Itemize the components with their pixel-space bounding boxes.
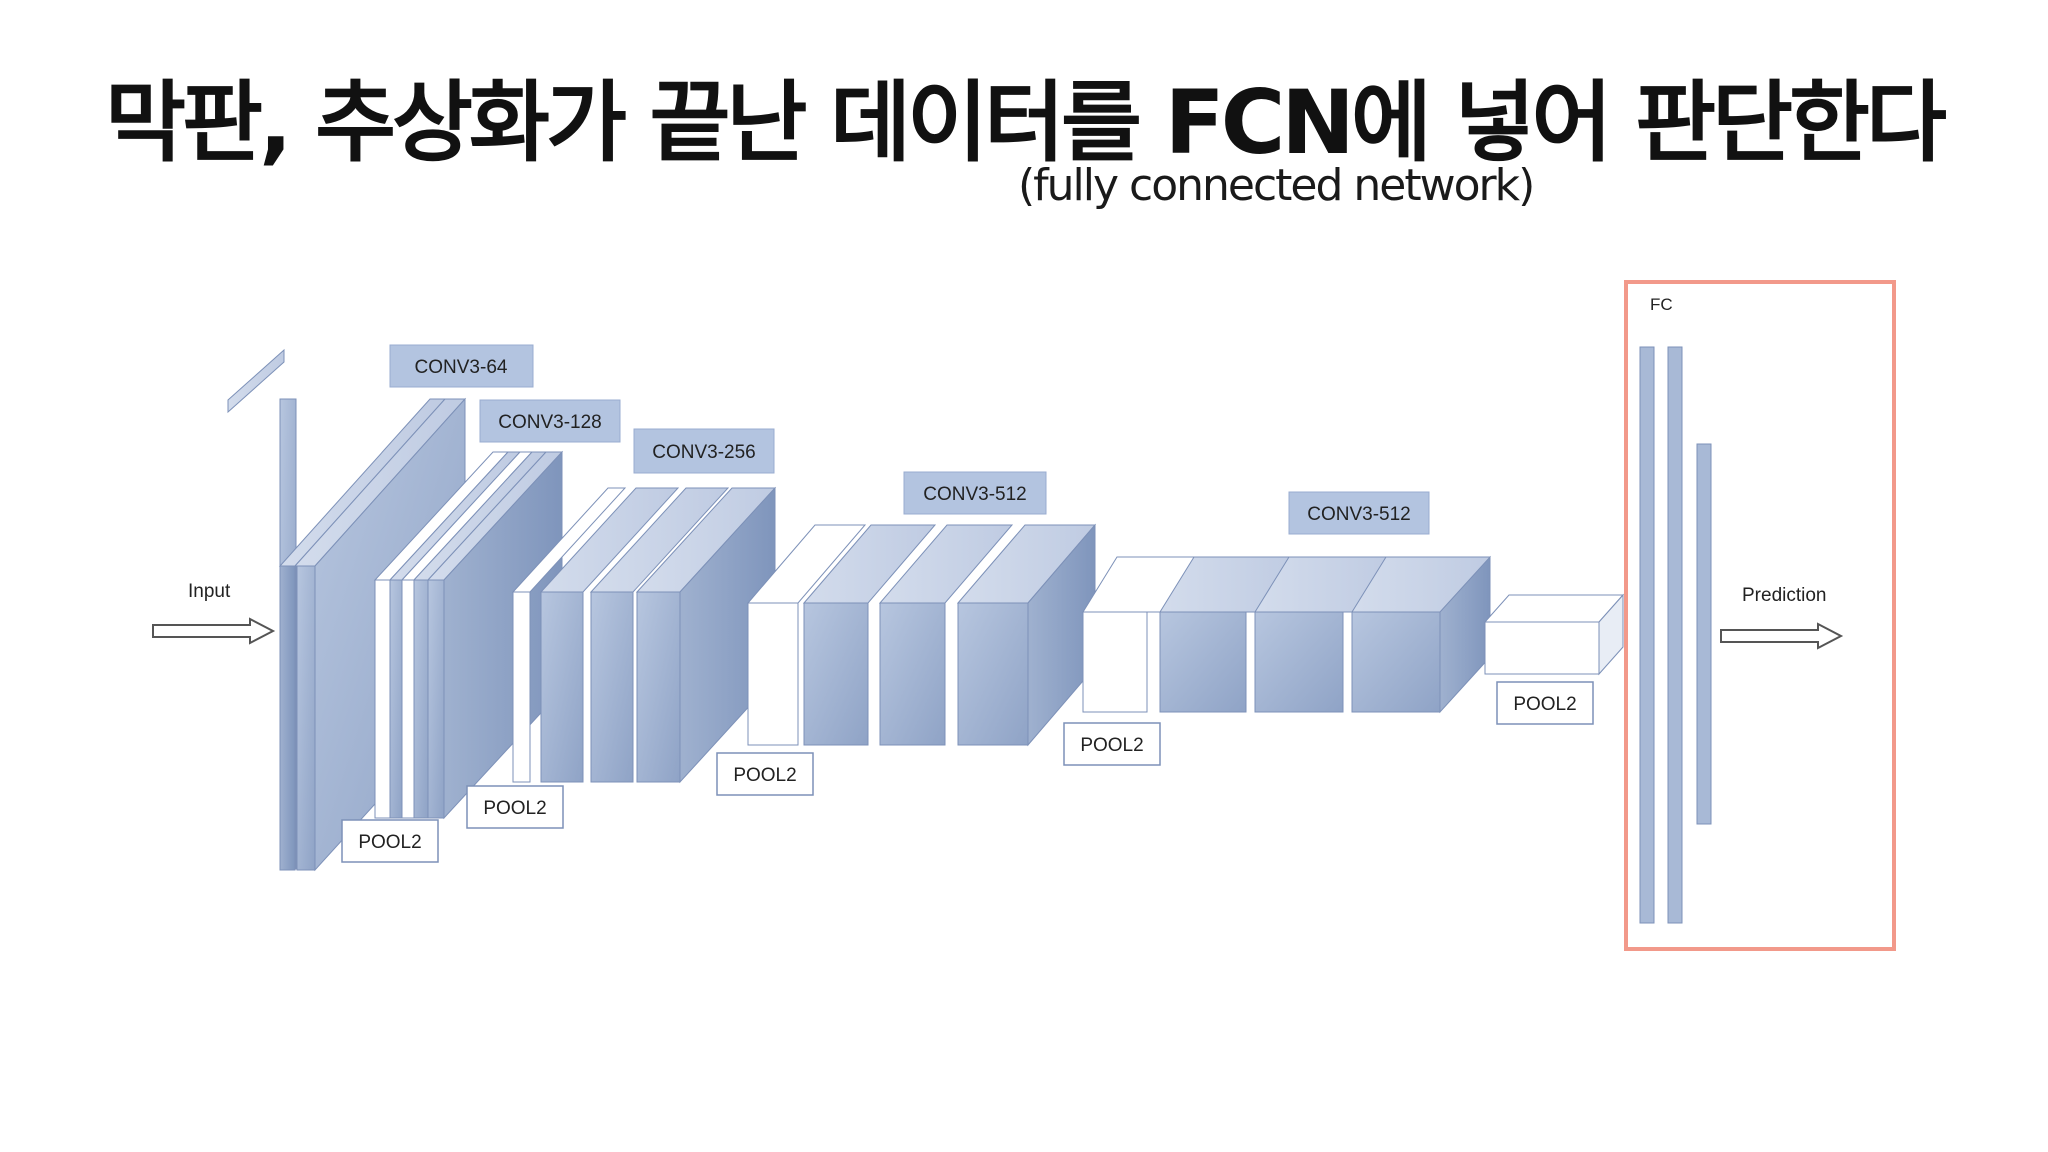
- conv-label-1: CONV3-64: [389, 344, 534, 388]
- conv-label-2: CONV3-128: [479, 399, 621, 443]
- svg-text:POOL2: POOL2: [483, 798, 546, 819]
- pool-label-3: POOL2: [716, 752, 814, 796]
- pool-label-1: POOL2: [341, 819, 439, 863]
- conv3-stack: [511, 486, 777, 784]
- fc-layer-3: [1696, 443, 1712, 825]
- fc-layer-1: [1639, 346, 1655, 924]
- conv4-stack: [746, 523, 1097, 747]
- svg-text:POOL2: POOL2: [1080, 735, 1143, 756]
- svg-text:CONV3-256: CONV3-256: [652, 442, 756, 463]
- svg-text:CONV3-512: CONV3-512: [923, 484, 1027, 505]
- svg-text:POOL2: POOL2: [358, 832, 421, 853]
- conv1-stack: [278, 397, 467, 872]
- svg-text:POOL2: POOL2: [1513, 694, 1576, 715]
- prediction-label: Prediction: [1742, 585, 1827, 606]
- svg-text:CONV3-512: CONV3-512: [1307, 504, 1411, 525]
- pool-label-2: POOL2: [466, 785, 564, 829]
- slide-title: 막판, 추상화가 끝난 데이터를 FCN에 넣어 판단한다: [105, 71, 1947, 174]
- fc-highlight-box: [1624, 280, 1896, 951]
- input-arrow: [152, 617, 276, 645]
- fc-layer-2: [1667, 346, 1683, 924]
- svg-text:POOL2: POOL2: [733, 765, 796, 786]
- conv2-stack: [373, 450, 564, 820]
- pool-label-5: POOL2: [1496, 681, 1594, 725]
- conv-label-4: CONV3-512: [903, 471, 1047, 515]
- pool-label-4: POOL2: [1063, 722, 1161, 766]
- conv-label-5: CONV3-512: [1288, 491, 1430, 535]
- fc-label: FC: [1650, 295, 1673, 314]
- final-pool-block: [1483, 593, 1625, 676]
- conv-label-3: CONV3-256: [633, 428, 775, 474]
- slide-subtitle: (fully connected network): [1018, 160, 1535, 211]
- conv5-stack: [1082, 555, 1491, 714]
- svg-text:CONV3-128: CONV3-128: [498, 412, 602, 433]
- prediction-arrow: [1720, 622, 1844, 650]
- input-label: Input: [188, 581, 231, 602]
- svg-text:CONV3-64: CONV3-64: [415, 357, 508, 378]
